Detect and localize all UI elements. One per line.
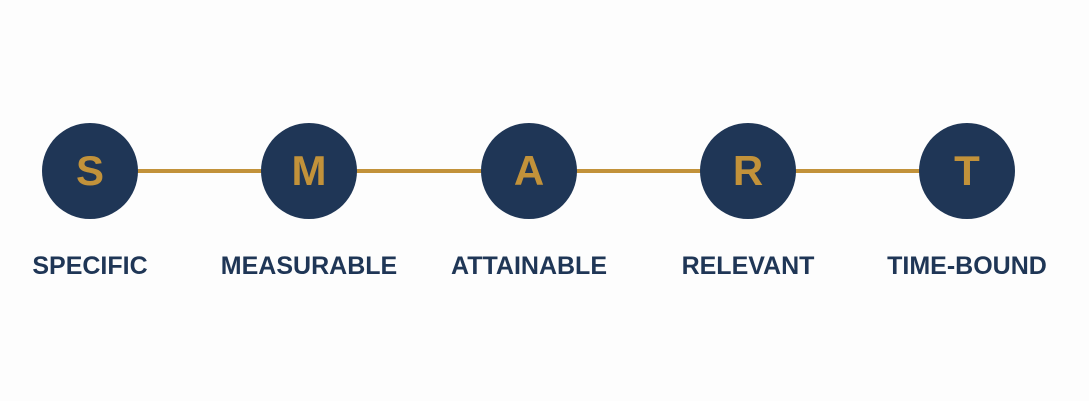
step-label: MEASURABLE	[220, 252, 398, 280]
step-letter: A	[513, 147, 545, 194]
step-circle: S	[42, 123, 138, 219]
step-letter: M	[291, 147, 327, 194]
step-circle: A	[481, 123, 577, 219]
step-circle: R	[700, 123, 796, 219]
step-letter: T	[954, 147, 980, 194]
step-label: RELEVANT	[681, 252, 815, 280]
step-label: TIME-BOUND	[887, 252, 1047, 280]
step-circle: T	[919, 123, 1015, 219]
step-label: SPECIFIC	[32, 252, 148, 280]
step-circle: M	[261, 123, 357, 219]
step-letter: R	[732, 147, 764, 194]
step-letter: S	[75, 147, 104, 194]
step-label: ATTAINABLE	[451, 252, 607, 280]
